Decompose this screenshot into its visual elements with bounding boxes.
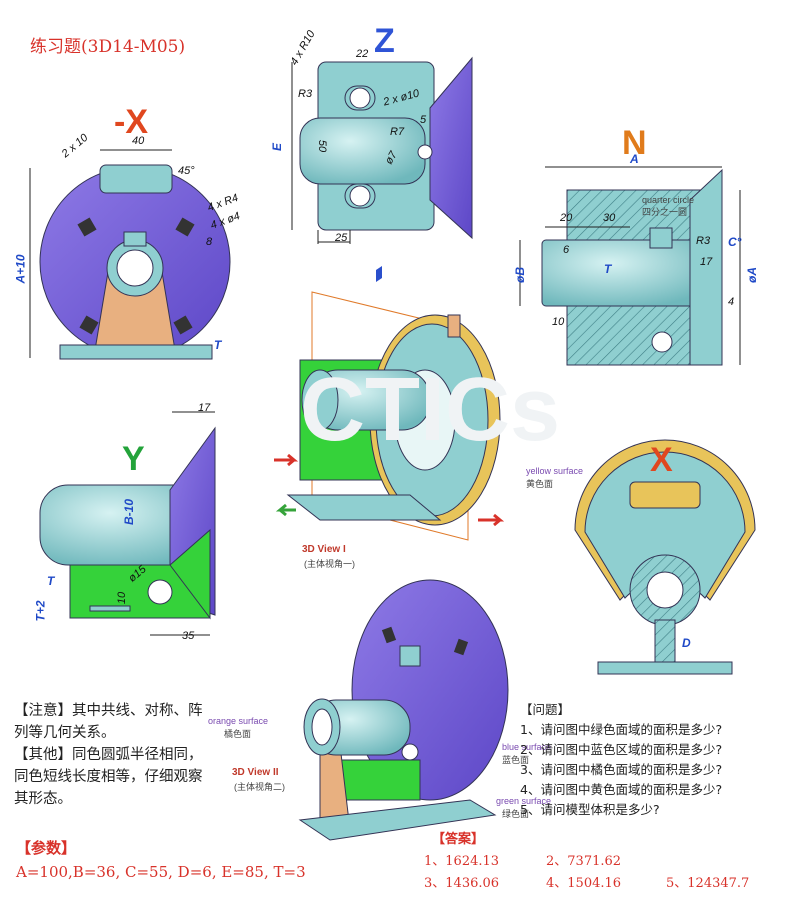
view-label-z: Z <box>374 22 395 60</box>
label-blue-surface-cn: 蓝色面 <box>502 755 530 765</box>
dim-n-4: 4 <box>728 296 735 308</box>
answer-3: 3、1436.06 <box>424 876 500 891</box>
question-item: 2、请问图中蓝色区域的面积是多少? <box>520 742 723 757</box>
dim-n-c: C° <box>728 235 742 249</box>
label-yellow-surface-cn: 黄色面 <box>526 479 554 489</box>
dim-z-r7: R7 <box>390 126 405 138</box>
dim-n-r3: R3 <box>696 235 711 247</box>
label-green-surface-cn: 绿色面 <box>502 809 530 819</box>
dim-z-25: 25 <box>335 232 348 244</box>
view-neg-x <box>29 149 231 360</box>
answer-4: 4、1504.16 <box>546 876 622 891</box>
dim-n-phia: øA <box>745 267 759 283</box>
dim-z-5: 5 <box>420 114 427 126</box>
question-item: 4、请问图中黄色面域的面积是多少? <box>520 782 723 797</box>
question-item: 5、请问模型体积是多少? <box>520 802 660 817</box>
params-head: 【参数】 <box>16 839 77 857</box>
dim-negx-8: 8 <box>206 236 213 248</box>
dim-negx-t: T <box>214 338 222 352</box>
view-3d-1-cn: (主体视角一) <box>304 559 355 569</box>
dim-y-b10: B-10 <box>122 498 137 526</box>
view-3d-2 <box>298 579 509 841</box>
dim-y-t: T <box>47 574 55 588</box>
view-n <box>519 166 741 366</box>
view-3d-2-label: 3D View II <box>232 767 279 778</box>
label-orange-surface-en: orange surface <box>208 716 269 726</box>
answer-5: 5、124347.7 <box>666 876 750 891</box>
view-y <box>39 411 216 636</box>
dim-y-10: 10 <box>116 591 129 605</box>
dim-y-35: 35 <box>182 630 195 642</box>
dim-z-e: E <box>270 142 285 152</box>
dim-n-30: 30 <box>603 212 616 224</box>
dim-n-6: 6 <box>563 244 570 256</box>
dim-negx-a10: A+10 <box>13 254 28 284</box>
notes-block: 【注意】其中共线、对称、阵列等几何关系。 【其他】同色圆弧半径相同，同色短线长度… <box>14 700 214 810</box>
note-quarter-en: quarter circle <box>642 195 695 205</box>
label-orange-surface-cn: 橘色面 <box>224 729 252 739</box>
dim-negx-45: 45° <box>178 165 195 177</box>
dim-n-phib: øB <box>513 267 527 283</box>
dim-n-20: 20 <box>560 212 573 224</box>
answers-head: 【答案】 <box>432 832 485 847</box>
dim-n-t: T <box>604 262 612 276</box>
dim-x-d: D <box>682 636 691 650</box>
dim-negx-40: 40 <box>132 135 145 147</box>
question-item: 3、请问图中橘色面域的面积是多少? <box>520 762 723 777</box>
view-3d-1-label: 3D View I <box>302 544 346 555</box>
questions-block: 【问题】 1、请问图中绿色面域的面积是多少? 2、请问图中蓝色区域的面积是多少?… <box>520 700 800 820</box>
dim-n-a: A <box>630 152 639 166</box>
view-label-n: N <box>622 124 647 162</box>
watermark-shape: CTICs <box>300 360 560 460</box>
dim-y-t2: T+2 <box>33 600 48 622</box>
view-label-y: Y <box>122 440 145 478</box>
params-values: A=100,B=36, C=55, D=6, E=85, T=3 <box>16 863 306 881</box>
label-yellow-surface-en: yellow surface <box>526 466 584 476</box>
dim-n-10: 10 <box>552 316 565 328</box>
page-title: 练习题(3D14-M05) <box>30 37 186 57</box>
dim-z-r3: R3 <box>298 88 313 100</box>
view-label-neg-x: -X <box>114 103 148 141</box>
question-item: 1、请问图中绿色面域的面积是多少? <box>520 722 723 737</box>
view-3d-2-cn: (主体视角二) <box>234 782 285 792</box>
note-other: 【其他】同色圆弧半径相同，同色短线长度相等，仔细观察其形态。 <box>14 747 203 807</box>
answer-1: 1、1624.13 <box>424 854 500 869</box>
label-blue-surface-en: blue surface <box>502 742 552 752</box>
view-label-x: X <box>650 441 673 479</box>
dim-z-22: 22 <box>356 48 369 60</box>
note-attention: 【注意】其中共线、对称、阵列等几何关系。 <box>14 703 203 741</box>
answer-2: 2、7371.62 <box>546 854 622 869</box>
view-3d-1 <box>274 266 505 541</box>
questions-head: 【问题】 <box>520 702 571 717</box>
view-x <box>574 439 756 675</box>
dim-y-17: 17 <box>198 402 211 414</box>
label-green-surface-en: green surface <box>496 796 552 806</box>
dim-z-50: 50 <box>316 139 329 153</box>
dim-n-17: 17 <box>700 256 713 268</box>
view-z <box>291 56 473 244</box>
note-quarter-cn: 四分之一圆 <box>642 207 688 217</box>
